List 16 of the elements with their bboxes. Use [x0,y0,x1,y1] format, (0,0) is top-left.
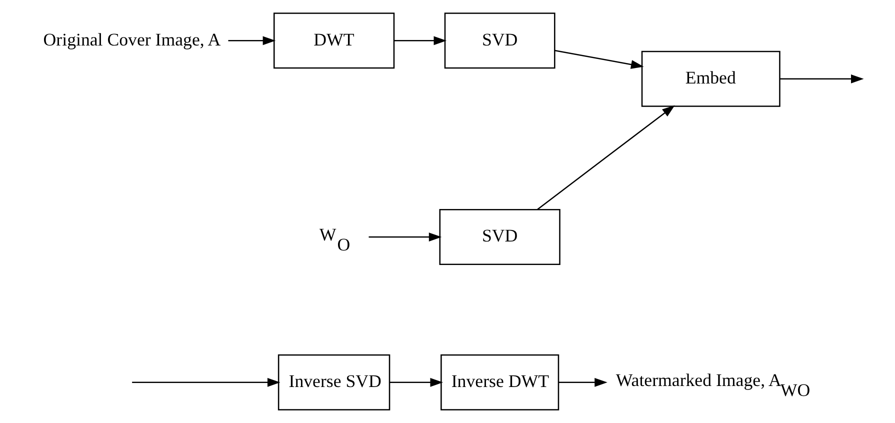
arrow [554,50,644,69]
arrow [558,378,607,387]
arrow [228,36,276,46]
node-box: DWT [272,12,394,69]
node-box: SVD [444,12,555,69]
arrow [780,74,864,84]
node-box: Inverse SVD [277,354,390,410]
arrow [536,105,674,210]
node-box: Inverse DWT [440,354,559,410]
node-text: Original Cover Image, A [42,29,220,50]
node-box: Embed [640,50,780,107]
arrow [368,232,442,242]
node-box: SVD [438,208,560,266]
arrow [394,36,446,46]
arrow [132,378,280,387]
arrow [389,378,442,387]
